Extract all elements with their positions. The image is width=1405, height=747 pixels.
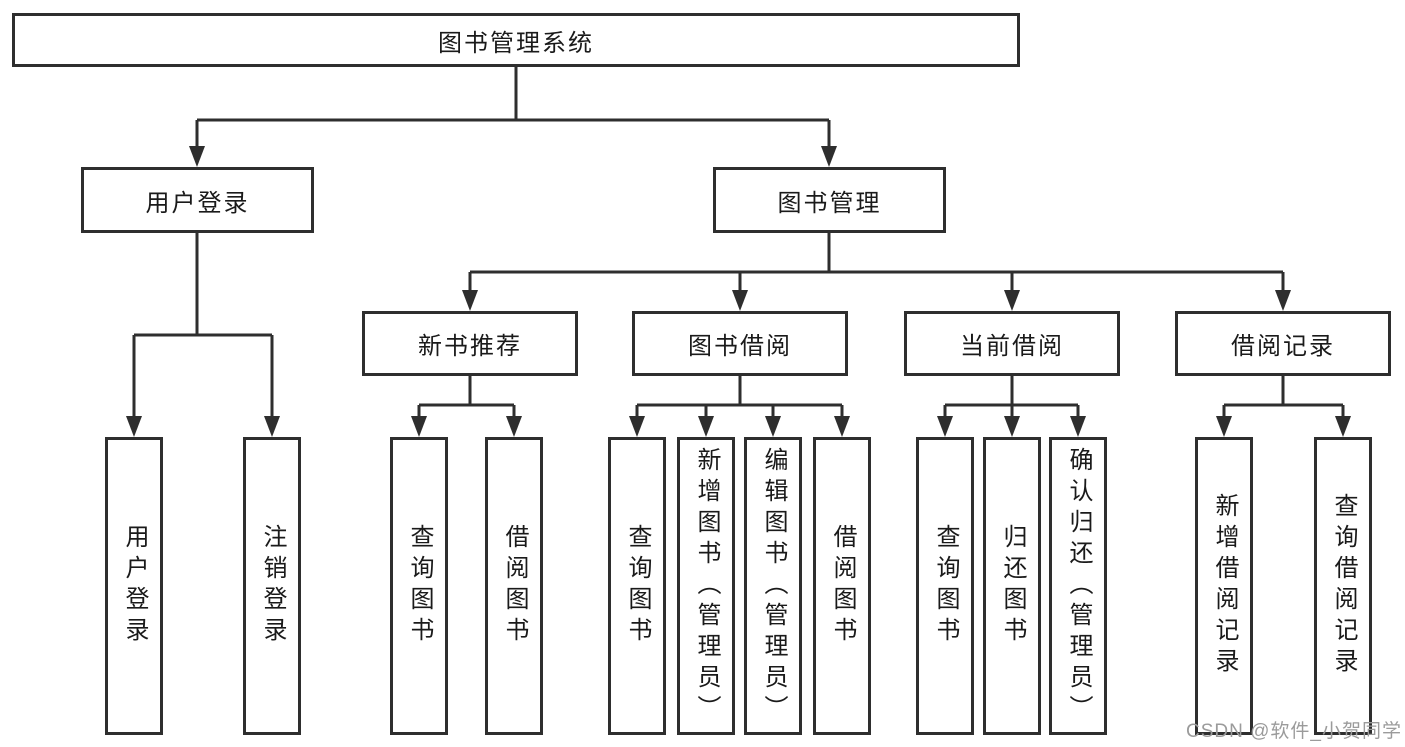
leaf-br-add-record-label: 新增借阅记录 — [1211, 493, 1238, 679]
node-new-book-recommend: 新书推荐 — [362, 311, 578, 376]
leaf-user-login-label: 用户登录 — [121, 524, 148, 648]
connector-bookmgmt-to-level3 — [468, 233, 1285, 293]
connector-borrowrecords-to-leaves — [1222, 376, 1345, 419]
node-book-borrow: 图书借阅 — [632, 311, 848, 376]
leaf-cb-return-books: 归还图书 — [983, 437, 1041, 735]
node-current-borrow-label: 当前借阅 — [960, 333, 1064, 360]
leaf-cb-confirm-return-admin: 确认归还（管理员） — [1049, 437, 1107, 735]
connector-bookborrow-to-leaves — [635, 376, 844, 419]
node-current-borrow: 当前借阅 — [904, 311, 1120, 376]
leaf-bb-query-books-label: 查询图书 — [624, 524, 651, 648]
node-borrow-records-label: 借阅记录 — [1231, 333, 1335, 360]
node-library-system: 图书管理系统 — [12, 13, 1020, 67]
leaf-nbr-borrow-books: 借阅图书 — [485, 437, 543, 735]
leaf-bb-add-books-admin-label: 新增图书（管理员） — [693, 446, 720, 726]
leaf-cb-confirm-return-admin-label: 确认归还（管理员） — [1065, 446, 1092, 726]
leaf-user-login: 用户登录 — [105, 437, 163, 735]
leaf-bb-add-books-admin: 新增图书（管理员） — [677, 437, 735, 735]
leaf-br-query-record: 查询借阅记录 — [1314, 437, 1372, 735]
node-library-system-label: 图书管理系统 — [438, 29, 594, 57]
leaf-logout: 注销登录 — [243, 437, 301, 735]
connector-newbook-to-leaves — [417, 376, 516, 419]
leaf-cb-query-books-label: 查询图书 — [932, 524, 959, 648]
leaf-bb-borrow-books: 借阅图书 — [813, 437, 871, 735]
leaf-br-add-record: 新增借阅记录 — [1195, 437, 1253, 735]
leaf-br-query-record-label: 查询借阅记录 — [1330, 493, 1357, 679]
node-borrow-records: 借阅记录 — [1175, 311, 1391, 376]
node-user-login-label: 用户登录 — [145, 189, 250, 217]
leaf-logout-label: 注销登录 — [259, 524, 286, 648]
leaf-nbr-query-books-label: 查询图书 — [406, 524, 433, 648]
node-new-book-recommend-label: 新书推荐 — [418, 333, 522, 360]
node-user-login: 用户登录 — [81, 167, 314, 233]
csdn-watermark: CSDN @软件_小贺同学 — [1186, 721, 1402, 742]
leaf-bb-query-books: 查询图书 — [608, 437, 666, 735]
leaf-cb-query-books: 查询图书 — [916, 437, 974, 735]
node-book-borrow-label: 图书借阅 — [688, 333, 792, 360]
leaf-nbr-borrow-books-label: 借阅图书 — [501, 524, 528, 648]
node-book-management: 图书管理 — [713, 167, 946, 233]
leaf-nbr-query-books: 查询图书 — [390, 437, 448, 735]
leaf-bb-borrow-books-label: 借阅图书 — [829, 524, 856, 648]
connector-userlogin-to-leaves — [132, 233, 274, 418]
leaf-bb-edit-books-admin: 编辑图书（管理员） — [744, 437, 802, 735]
connector-currentborrow-to-leaves — [943, 376, 1080, 419]
arrowheads — [126, 146, 1351, 437]
leaf-bb-edit-books-admin-label: 编辑图书（管理员） — [760, 446, 787, 726]
connector-root-to-level2 — [195, 67, 831, 150]
leaf-cb-return-books-label: 归还图书 — [999, 524, 1026, 648]
node-book-management-label: 图书管理 — [777, 189, 882, 217]
